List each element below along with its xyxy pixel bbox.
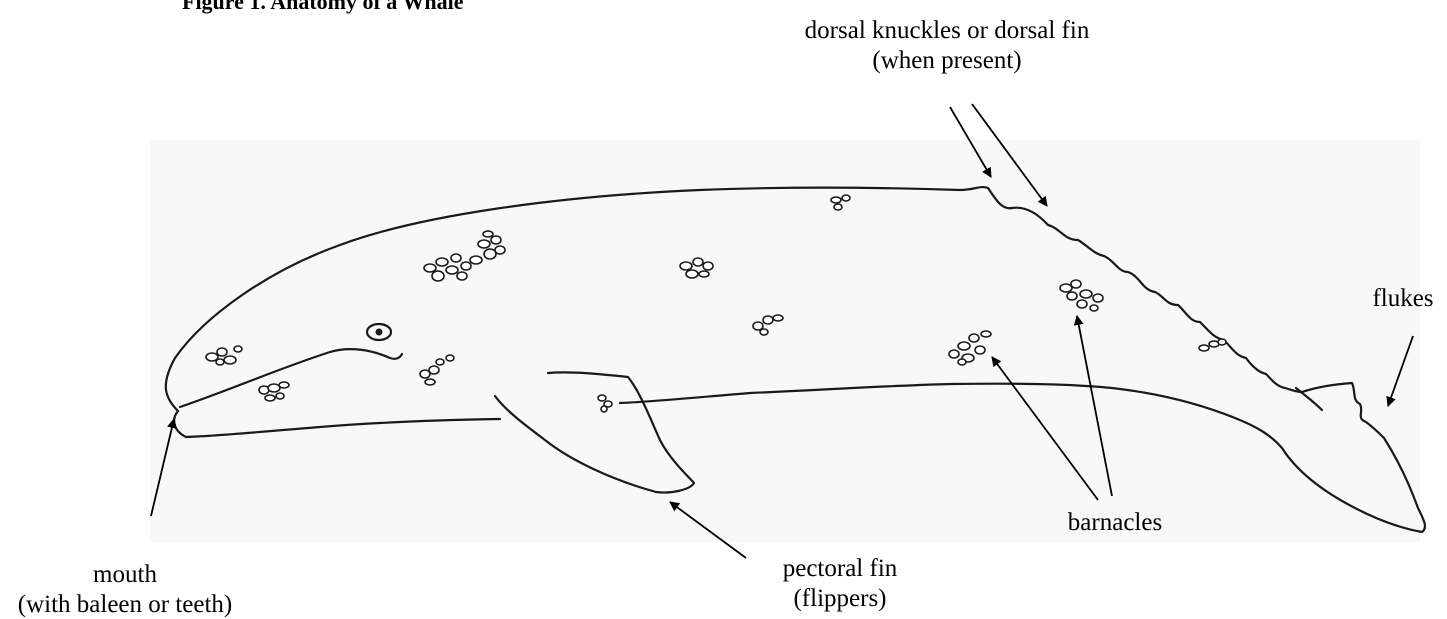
- label-dorsal-line2: (when present): [736, 46, 1158, 76]
- barnacles-mid-upper: [680, 258, 713, 278]
- barnacles-arrow-upper: [1077, 316, 1112, 496]
- label-barnacles: barnacles: [1040, 508, 1190, 538]
- label-flukes: flukes: [1360, 284, 1446, 314]
- lower-jaw-outline: [174, 411, 500, 437]
- label-pectoral-line2: (flippers): [740, 584, 940, 614]
- barnacles-head-lower: [259, 382, 289, 401]
- label-mouth-line2: (with baleen or teeth): [0, 590, 250, 619]
- barnacles-tail-stock: [1199, 339, 1226, 351]
- flukes-arrow: [1388, 336, 1413, 406]
- barnacles-on-flipper: [598, 395, 612, 412]
- barnacles-belly: [949, 331, 991, 365]
- barnacles-behind-eye: [420, 355, 454, 385]
- barnacles-dorsal-small: [831, 195, 850, 210]
- label-mouth: mouth (with baleen or teeth): [0, 560, 250, 619]
- label-dorsal: dorsal knuckles or dorsal fin (when pres…: [736, 16, 1158, 76]
- tail-inner-line: [1296, 388, 1322, 410]
- label-pectoral-line1: pectoral fin: [740, 554, 940, 584]
- whale-body-outline: [166, 187, 1425, 532]
- pectoral-fin-outline: [495, 372, 694, 492]
- dorsal-arrow-knuckles: [950, 107, 991, 177]
- mouth-arrow: [151, 419, 174, 516]
- barnacles-mid-lower: [753, 315, 783, 335]
- barnacles-upper-head: [424, 231, 505, 281]
- label-pectoral: pectoral fin (flippers): [740, 554, 940, 614]
- whale-eye-pupil: [376, 329, 383, 336]
- dorsal-arrow-fin: [972, 104, 1047, 206]
- label-flukes-text: flukes: [1360, 284, 1446, 314]
- label-dorsal-line1: dorsal knuckles or dorsal fin: [736, 16, 1158, 46]
- barnacles-arrow-lower: [992, 357, 1098, 500]
- label-mouth-line1: mouth: [0, 560, 250, 590]
- barnacles-upper-back: [1060, 280, 1103, 311]
- barnacles-head-front: [206, 346, 242, 365]
- pectoral-arrow: [670, 502, 746, 558]
- label-barnacles-text: barnacles: [1040, 508, 1190, 538]
